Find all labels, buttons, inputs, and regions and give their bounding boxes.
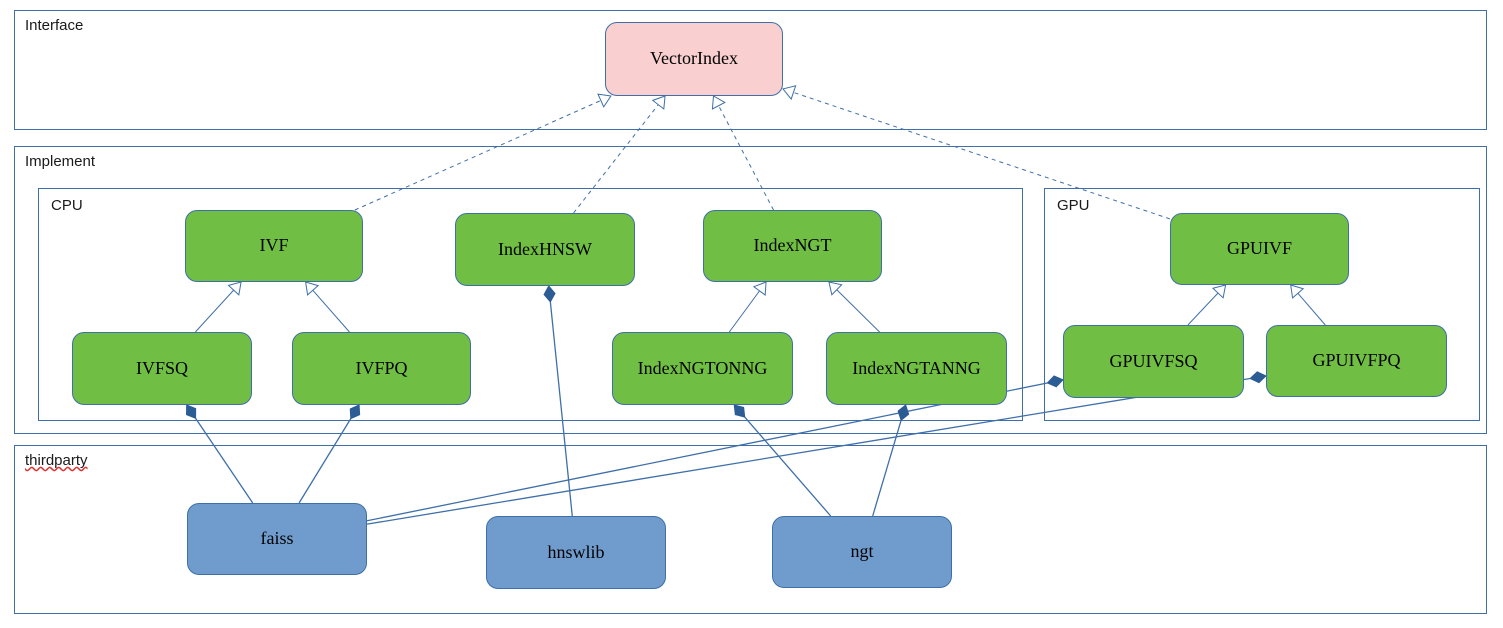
class-node-ivf[interactable]: IVF (185, 210, 363, 282)
class-node-label: hnswlib (547, 541, 605, 562)
class-node-ivfpq[interactable]: IVFPQ (292, 332, 471, 405)
class-node-hnswlib[interactable]: hnswlib (486, 516, 666, 589)
class-node-ivfsq[interactable]: IVFSQ (72, 332, 252, 405)
class-node-faiss[interactable]: faiss (187, 503, 367, 575)
class-node-label: IVFSQ (135, 357, 188, 378)
class-node-label: GPUIVF (1226, 238, 1292, 259)
group-cpu-label: CPU (51, 197, 83, 214)
class-node-label: IndexNGT (753, 235, 832, 256)
group-interface-label: Interface (25, 17, 84, 34)
class-node-label: IVFPQ (355, 357, 408, 378)
class-node-label: VectorIndex (650, 48, 738, 69)
class-node-label: GPUIVFPQ (1312, 350, 1401, 371)
group-implement-label: Implement (25, 153, 96, 170)
class-node-label: IVF (259, 235, 289, 256)
group-gpu-label: GPU (1057, 197, 1090, 214)
class-node-label: IndexNGTONNG (637, 357, 768, 378)
class-node-gpuivfpq[interactable]: GPUIVFPQ (1266, 325, 1447, 397)
class-node-indexhnsw[interactable]: IndexHNSW (455, 213, 635, 286)
class-node-indexngtanng[interactable]: IndexNGTANNG (826, 332, 1007, 405)
class-node-indexngt[interactable]: IndexNGT (703, 210, 882, 282)
class-node-label: faiss (260, 528, 294, 549)
class-node-gpuivf[interactable]: GPUIVF (1170, 213, 1349, 285)
class-node-label: IndexNGTANNG (852, 357, 981, 378)
class-node-label: IndexHNSW (498, 238, 592, 259)
class-node-indexngtonng[interactable]: IndexNGTONNG (612, 332, 793, 405)
class-node-vectorindex[interactable]: VectorIndex (605, 22, 783, 96)
class-node-label: GPUIVFSQ (1109, 350, 1198, 371)
class-node-ngt[interactable]: ngt (772, 516, 952, 588)
class-node-gpuivfsq[interactable]: GPUIVFSQ (1063, 325, 1244, 398)
class-node-label: ngt (850, 541, 874, 562)
group-thirdparty-label: thirdparty (25, 452, 88, 469)
